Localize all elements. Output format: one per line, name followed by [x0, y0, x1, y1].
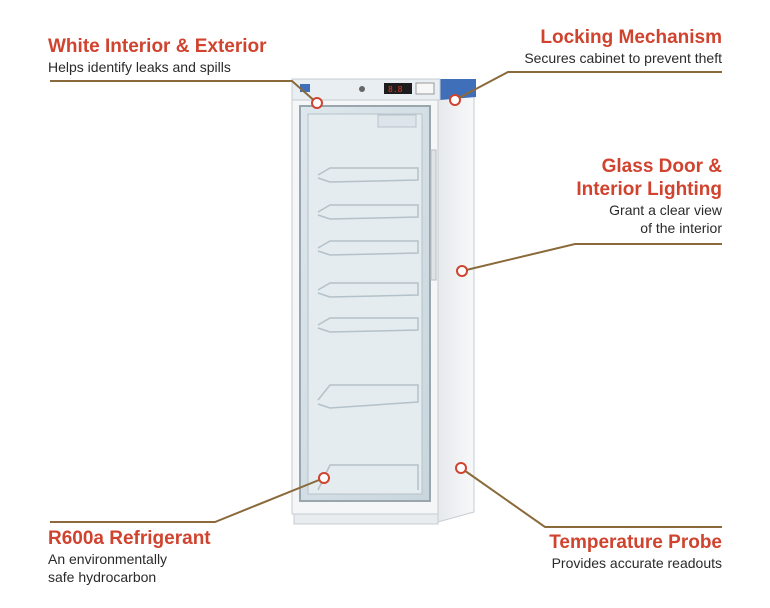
temp-probe-marker: [455, 462, 467, 474]
door-handle: [430, 149, 437, 281]
callout-title: White Interior & Exterior: [48, 36, 267, 57]
callout-markers: [311, 94, 468, 484]
callout-description: Secures cabinet to prevent theft: [524, 50, 722, 66]
callout-temperature-probe: Temperature Probe Provides accurate read…: [549, 531, 722, 572]
callout-white-interior: White Interior & Exterior Helps identify…: [48, 35, 267, 76]
callout-refrigerant: R600a Refrigerant An environmentally saf…: [48, 527, 211, 586]
locking-marker: [449, 94, 461, 106]
display-readout: 8.8: [388, 85, 403, 94]
leader-lines: [50, 71, 722, 528]
callout-description: Provides accurate readouts: [551, 555, 722, 571]
temperature-display: [384, 83, 412, 94]
callout-title: R600a Refrigerant: [48, 528, 211, 549]
callout-title: Locking Mechanism: [540, 27, 722, 48]
refrigerant-marker: [318, 472, 330, 484]
cabinet-base: [293, 513, 439, 525]
callout-title: Temperature Probe: [549, 532, 722, 553]
cabinet-side: [437, 85, 475, 523]
callout-description-line1: An environmentally: [48, 551, 168, 567]
glass-door-marker: [456, 265, 468, 277]
callout-title-line1: Glass Door &: [601, 156, 722, 177]
callout-locking-mechanism: Locking Mechanism Secures cabinet to pre…: [524, 26, 722, 67]
white-interior-marker: [311, 97, 323, 109]
callout-glass-door: Glass Door & Interior Lighting Grant a c…: [576, 155, 722, 237]
callout-description-line1: Grant a clear view: [609, 202, 722, 218]
callout-description: Helps identify leaks and spills: [48, 59, 231, 75]
callout-title-line2: Interior Lighting: [576, 179, 722, 200]
callout-description-line2: of the interior: [640, 220, 722, 236]
callout-description-line2: safe hydrocarbon: [48, 569, 157, 585]
